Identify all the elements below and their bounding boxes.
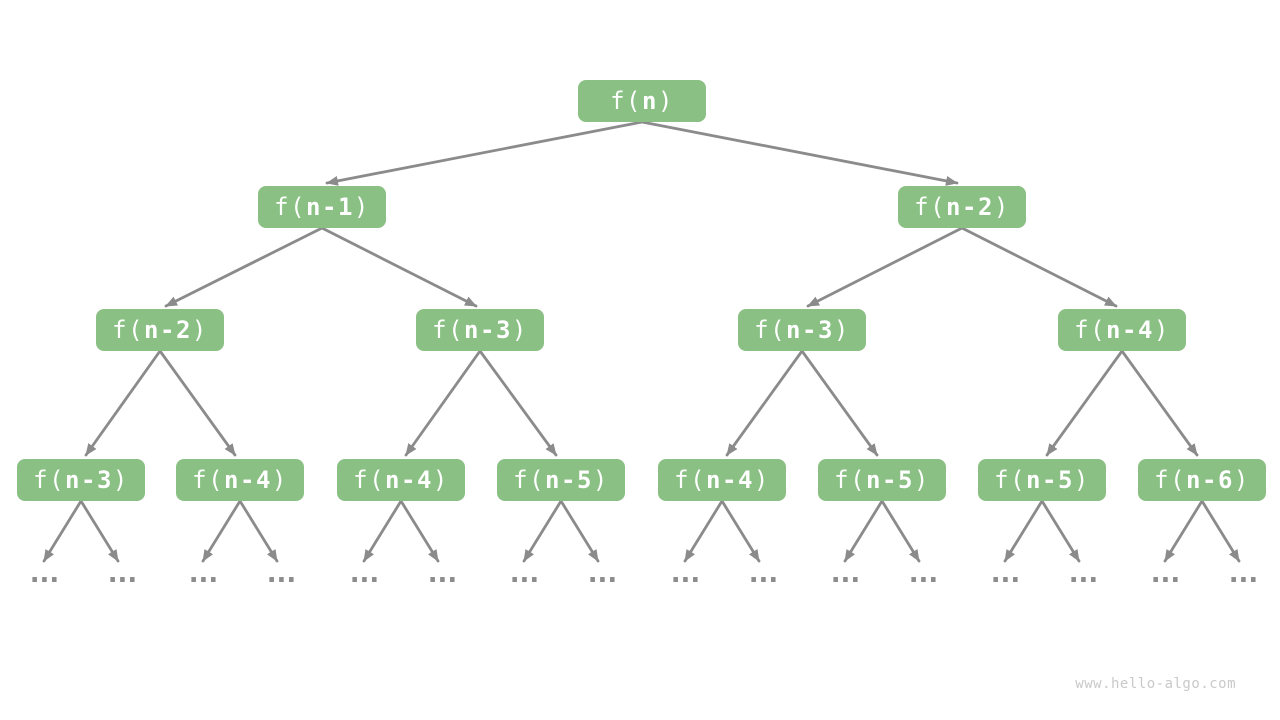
node-label-prefix: f( xyxy=(754,316,787,344)
ellipsis: ... xyxy=(584,556,621,589)
edges-level-1 xyxy=(325,120,959,186)
edges-level-3 xyxy=(84,349,1199,457)
node-label-arg: n-3 xyxy=(65,466,113,494)
tree-node-l3-1: f(n-3) xyxy=(416,309,544,351)
tree-node-l4-0: f(n-3) xyxy=(17,459,145,501)
node-label-arg: n-6 xyxy=(1186,466,1234,494)
node-label-arg: n-1 xyxy=(306,193,354,221)
tree-node-root: f(n) xyxy=(578,80,706,122)
node-label-arg: n-4 xyxy=(385,466,433,494)
node-label-prefix: f( xyxy=(353,466,386,494)
node-label-prefix: f( xyxy=(112,316,145,344)
node-label-prefix: f( xyxy=(994,466,1027,494)
ellipsis: ... xyxy=(424,556,461,589)
edges-level-4 xyxy=(42,499,1241,563)
ellipsis: ... xyxy=(263,556,300,589)
node-label-suffix: ) xyxy=(353,193,370,221)
ellipsis: ... xyxy=(905,556,942,589)
node-label-prefix: f( xyxy=(33,466,66,494)
node-label-arg: n-5 xyxy=(1026,466,1074,494)
node-label-prefix: f( xyxy=(1154,466,1187,494)
tree-node-l4-3: f(n-5) xyxy=(497,459,625,501)
node-label-prefix: f( xyxy=(274,193,307,221)
node-label-arg: n-3 xyxy=(464,316,512,344)
node-label-suffix: ) xyxy=(833,316,850,344)
edges-level-2 xyxy=(164,226,1118,308)
ellipsis: ... xyxy=(346,556,383,589)
node-label-prefix: f( xyxy=(914,193,947,221)
tree-node-l4-7: f(n-6) xyxy=(1138,459,1266,501)
node-label-suffix: ) xyxy=(993,193,1010,221)
node-label-prefix: f( xyxy=(513,466,546,494)
ellipsis: ... xyxy=(1147,556,1184,589)
ellipsis: ... xyxy=(1065,556,1102,589)
tree-node-l3-2: f(n-3) xyxy=(738,309,866,351)
node-label-suffix: ) xyxy=(191,316,208,344)
node-label-suffix: ) xyxy=(592,466,609,494)
tree-node-l2-1: f(n-2) xyxy=(898,186,1026,228)
node-label-arg: n-4 xyxy=(224,466,272,494)
ellipsis: ... xyxy=(667,556,704,589)
tree-node-l4-6: f(n-5) xyxy=(978,459,1106,501)
node-label-arg: n-3 xyxy=(786,316,834,344)
tree-node-l3-0: f(n-2) xyxy=(96,309,224,351)
tree-node-l4-2: f(n-4) xyxy=(337,459,465,501)
ellipsis: ... xyxy=(1225,556,1262,589)
node-label-prefix: f( xyxy=(192,466,225,494)
tree-node-l4-4: f(n-4) xyxy=(658,459,786,501)
tree-node-l3-3: f(n-4) xyxy=(1058,309,1186,351)
node-label-suffix: ) xyxy=(1153,316,1170,344)
node-label-suffix: ) xyxy=(1233,466,1250,494)
node-label-suffix: ) xyxy=(657,87,674,115)
node-label-suffix: ) xyxy=(1073,466,1090,494)
node-label-suffix: ) xyxy=(753,466,770,494)
node-label-arg: n-5 xyxy=(866,466,914,494)
node-label-arg: n-4 xyxy=(706,466,754,494)
ellipsis: ... xyxy=(745,556,782,589)
node-label-arg: n-2 xyxy=(946,193,994,221)
node-label-arg: n-5 xyxy=(545,466,593,494)
ellipsis: ... xyxy=(827,556,864,589)
node-label-prefix: f( xyxy=(674,466,707,494)
node-label-prefix: f( xyxy=(834,466,867,494)
ellipsis: ... xyxy=(506,556,543,589)
node-label-prefix: f( xyxy=(1074,316,1107,344)
node-label-arg: n-4 xyxy=(1106,316,1154,344)
watermark: www.hello-algo.com xyxy=(1075,676,1236,692)
node-label-suffix: ) xyxy=(112,466,129,494)
ellipsis: ... xyxy=(104,556,141,589)
node-label-suffix: ) xyxy=(271,466,288,494)
node-label-suffix: ) xyxy=(511,316,528,344)
node-label-arg: n-2 xyxy=(144,316,192,344)
node-label-prefix: f( xyxy=(432,316,465,344)
node-label-prefix: f( xyxy=(610,87,642,115)
node-label-arg: n xyxy=(642,87,658,115)
node-label-suffix: ) xyxy=(913,466,930,494)
ellipsis: ... xyxy=(185,556,222,589)
node-label-suffix: ) xyxy=(432,466,449,494)
ellipsis: ... xyxy=(987,556,1024,589)
tree-node-l4-1: f(n-4) xyxy=(176,459,304,501)
ellipsis: ... xyxy=(26,556,63,589)
tree-node-l4-5: f(n-5) xyxy=(818,459,946,501)
tree-node-l2-0: f(n-1) xyxy=(258,186,386,228)
